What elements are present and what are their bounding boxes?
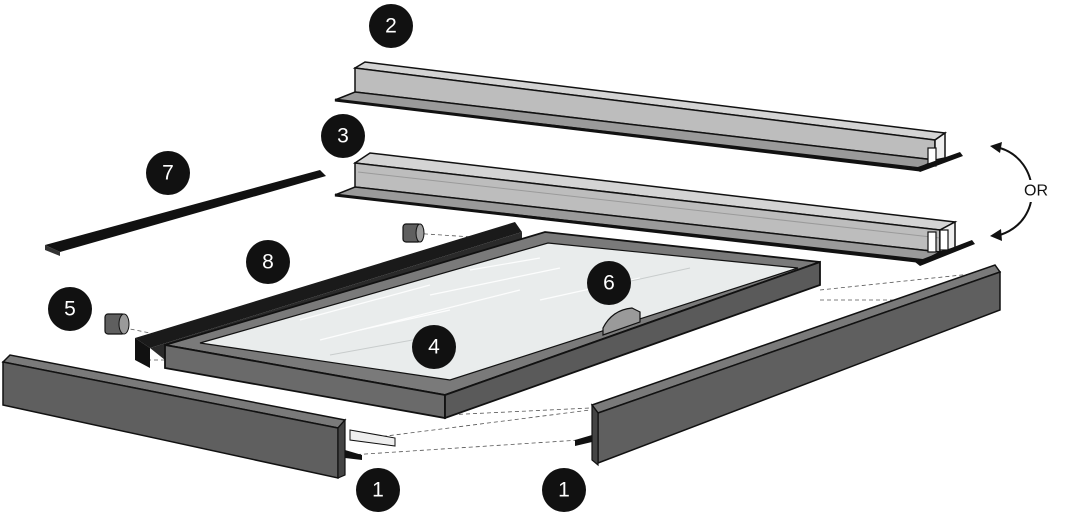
callout-2: 2 [369,4,413,48]
or-choice-indicator: OR [990,142,1056,241]
bottom-rail-right [575,264,1002,467]
callout-6-label: 6 [603,272,615,295]
glass-frame-panel [164,231,821,420]
callout-1-right-label: 1 [558,479,570,502]
callout-1-left: 1 [356,468,400,512]
top-profile-double-channel [334,152,975,266]
glazing-clip [602,307,641,336]
callout-3: 3 [321,114,365,158]
callout-7-label: 7 [162,162,174,185]
callout-5: 5 [48,287,92,331]
callout-5-label: 5 [64,298,76,321]
top-profile-single-channel [334,61,963,172]
callout-7: 7 [146,151,190,195]
callout-8: 8 [246,240,290,284]
callout-4: 4 [412,325,456,369]
bottom-rail-left [1,354,396,479]
callout-1-right: 1 [542,468,586,512]
glazing-strip [45,170,326,256]
callout-6: 6 [587,261,631,305]
end-plug-right [402,223,425,243]
callout-8-label: 8 [262,251,274,274]
or-label: OR [1024,183,1048,200]
end-plug-left [104,313,130,335]
callout-1-left-label: 1 [372,479,384,502]
callout-2-label: 2 [385,15,397,38]
callout-4-label: 4 [428,336,440,359]
callout-3-label: 3 [337,125,349,148]
